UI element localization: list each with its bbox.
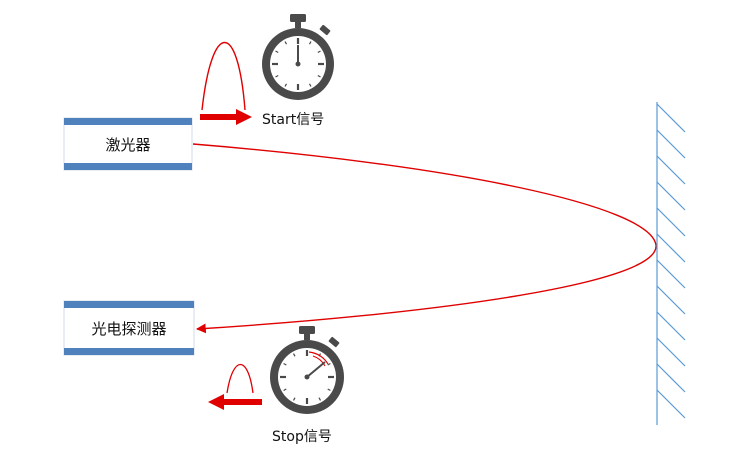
detector-label: 光电探测器 [91, 320, 166, 338]
start-pulse-icon [201, 42, 246, 111]
stop-pulse-icon [226, 363, 254, 394]
start-stopwatch-icon [262, 14, 334, 100]
detector-box: 光电探测器 [63, 300, 195, 356]
mirror-target [656, 102, 686, 425]
stop-arrow [208, 394, 262, 410]
laser-beam-path [192, 143, 657, 334]
laser-box: 激光器 [63, 117, 193, 171]
stop-signal-caption: Stop信号 [272, 429, 332, 445]
laser-label: 激光器 [105, 136, 150, 154]
start-signal-caption: Start信号 [262, 112, 324, 128]
start-arrow [200, 109, 252, 125]
stop-stopwatch-icon [270, 326, 344, 414]
